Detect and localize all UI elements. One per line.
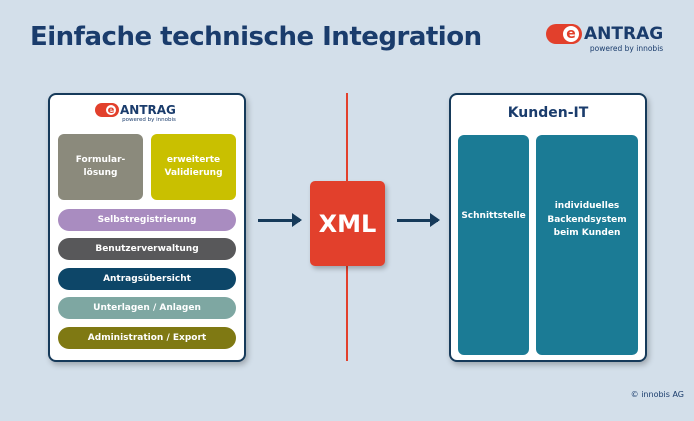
logo-word: ANTRAG [584,24,664,44]
xml-box: XML [310,181,385,266]
module-selbstregistrierung: Selbstregistrierung [58,209,236,231]
logo-sub: powered by innobis [589,44,664,53]
page-title: Einfache technische Integration [30,22,482,52]
formularloesung-box: Formular- lösung [58,134,143,200]
schnittstelle-column: Schnittstelle [458,135,529,355]
logo-e: e [104,103,118,117]
module-benutzerverwaltung: Benutzerverwaltung [58,238,236,260]
module-administration: Administration / Export [58,327,236,349]
logo-sub: powered by innobis [122,117,176,123]
panel-logo: e ANTRAG powered by innobis [95,103,176,123]
eantrag-logo: e ANTRAG powered by innobis [546,24,663,53]
copyright: © innobis AG [630,390,684,399]
module-unterlagen: Unterlagen / Anlagen [58,297,236,319]
logo-word: ANTRAG [120,103,176,117]
backend-column: individuelles Backendsystem beim Kunden [536,135,638,355]
arrow-right-icon [258,213,302,227]
module-antragsuebersicht: Antragsübersicht [58,268,236,290]
logo-e: e [561,24,581,44]
kunden-it-title: Kunden-IT [507,105,589,121]
validierung-box: erweiterte Validierung [151,134,236,200]
arrow-right-icon [397,213,440,227]
